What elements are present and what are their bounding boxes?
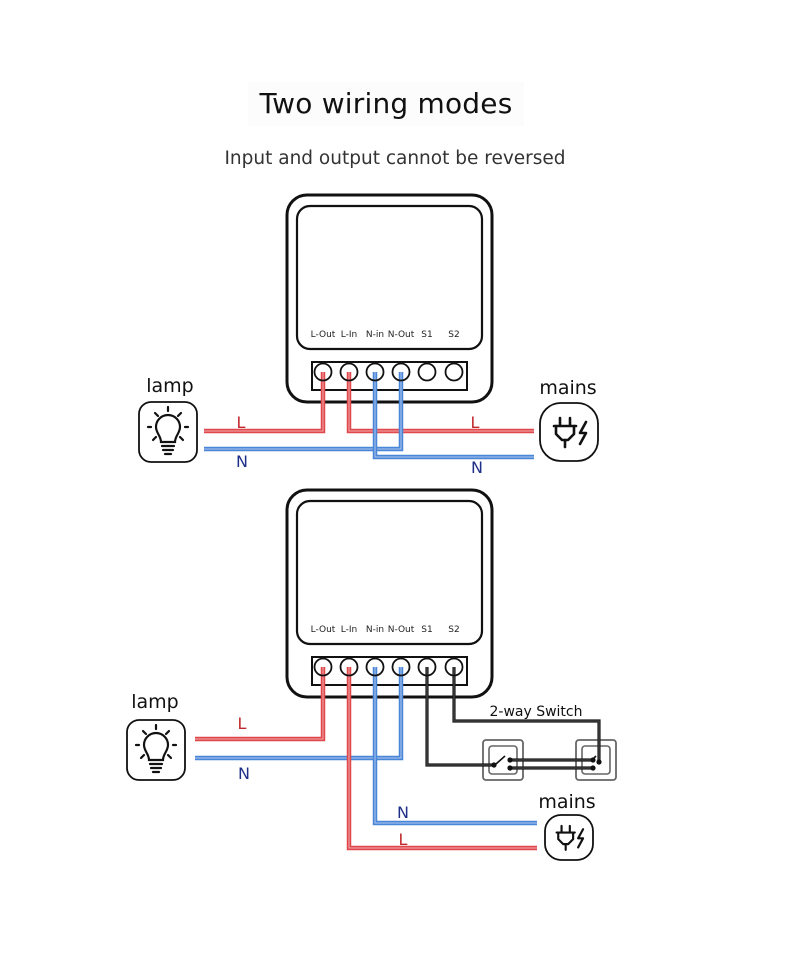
mode2-load-neutral-label: N: [238, 764, 250, 783]
mode2-terminal-screw-n-in: [365, 657, 385, 677]
terminal-label-s2: S2: [448, 330, 459, 340]
mode2-terminal-screw-n-out: [391, 657, 411, 677]
mode1-source-live-wire: [346, 372, 534, 434]
mode2-source-live-wire: [346, 667, 537, 851]
mode1-source-neutral-wire: [372, 372, 534, 460]
terminal-label-s2: S2: [448, 625, 459, 635]
page-title: Two wiring modes: [259, 87, 513, 120]
mode1-load-neutral-wire: [204, 372, 404, 452]
mode2-s1-wire: [425, 667, 494, 767]
module-face-panel: [295, 204, 484, 351]
mode2-source-neutral-label: N: [397, 803, 409, 822]
terminal-label-s1: S1: [421, 625, 432, 635]
mode1-load-live-label: L: [237, 413, 246, 432]
terminal-block: [311, 361, 468, 391]
mode2-terminal-screw-s1: [417, 657, 437, 677]
mode1-relay-module: L-Out L-In N-in N-Out S1 S2: [285, 193, 494, 404]
mode1-plug-lightning-icon: [539, 402, 599, 462]
mode1-lightbulb-icon: [138, 401, 198, 463]
mode1-terminal-screw-n-out: [391, 362, 411, 382]
mode2-switch-contact: [590, 765, 596, 771]
mode2-terminal-screw-l-out: [313, 657, 333, 677]
mode2-s2-wire: [452, 667, 601, 760]
mode2-switch-contact: [491, 762, 497, 768]
mode2-load-live-label: L: [238, 714, 247, 733]
mode2-switch-contact: [590, 757, 596, 763]
mode2-switch-label: 2-way Switch: [489, 704, 582, 720]
mode1-load-live-wire: [204, 372, 326, 434]
mode1-terminal-screw-n-in: [365, 362, 385, 382]
mode2-lamp-label: lamp: [131, 691, 179, 713]
mode1-source-neutral-label: N: [471, 458, 483, 477]
mode2-source-live-label: L: [399, 830, 408, 849]
mode2-lightbulb-icon: [126, 719, 186, 781]
title-banner: Two wiring modes: [248, 82, 524, 126]
mode2-mains-label: mains: [538, 791, 595, 813]
mode2-source-neutral-wire: [372, 667, 537, 826]
module-face-panel: [295, 499, 484, 646]
mode2-switch-a-lever: [495, 755, 506, 765]
terminal-label-n-out: N-Out: [388, 625, 415, 635]
terminal-label-l-in: L-In: [341, 625, 357, 635]
page-subtitle: Input and output cannot be reversed: [224, 148, 566, 169]
mode2-switch-contact: [596, 759, 602, 765]
terminal-label-l-out: L-Out: [311, 625, 336, 635]
terminal-label-n-out: N-Out: [388, 330, 415, 340]
terminal-label-s1: S1: [421, 330, 432, 340]
mode1-terminal-screw-s1: [417, 362, 437, 382]
mode2-switch-contact: [507, 765, 513, 771]
mode2-load-neutral-wire: [195, 667, 404, 761]
mode1-mains-label: mains: [539, 377, 596, 399]
terminal-label-l-in: L-In: [341, 330, 357, 340]
terminal-block: [311, 656, 468, 686]
mode2-plug-lightning-icon: [544, 814, 594, 861]
mode1-source-live-label: L: [471, 413, 480, 432]
terminal-label-l-out: L-Out: [311, 330, 336, 340]
mode1-terminal-screw-l-out: [313, 362, 333, 382]
mode2-terminal-screw-s2: [444, 657, 464, 677]
terminal-label-n-in: N-in: [366, 330, 384, 340]
mode2-relay-module: L-Out L-In N-in N-Out S1 S2: [285, 488, 494, 699]
mode1-terminal-screw-s2: [444, 362, 464, 382]
mode1-load-neutral-label: N: [236, 452, 248, 471]
mode1-lamp-label: lamp: [146, 375, 194, 397]
mode1-terminal-screw-l-in: [339, 362, 359, 382]
mode2-terminal-screw-l-in: [339, 657, 359, 677]
terminal-label-n-in: N-in: [366, 625, 384, 635]
mode2-switch-contact: [507, 757, 513, 763]
mode2-load-live-wire: [195, 667, 326, 742]
